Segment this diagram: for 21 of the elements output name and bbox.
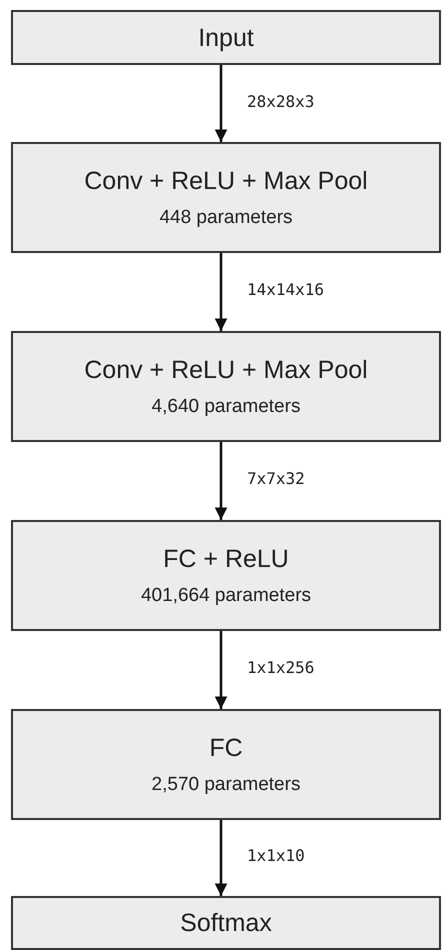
parameter-count: 2,570 parameters — [152, 772, 300, 796]
layer-name: FC + ReLU — [163, 544, 289, 574]
arrow — [214, 253, 228, 331]
arrow — [214, 820, 228, 896]
layer-name: FC — [209, 732, 243, 762]
layer-box — [11, 709, 441, 820]
parameter-count: 448 parameters — [159, 206, 293, 230]
layer-name: Conv + ReLU + Max Pool — [84, 166, 368, 196]
layer-name: Softmax — [180, 908, 272, 938]
layer-box — [11, 896, 441, 950]
layer-name: Input — [198, 22, 254, 52]
layer-box — [11, 10, 441, 65]
layer-box — [11, 142, 441, 253]
arrow — [214, 631, 228, 709]
layer-box — [11, 331, 441, 442]
parameter-count: 4,640 parameters — [152, 394, 300, 418]
layer-box — [11, 520, 441, 631]
arrow — [214, 442, 228, 520]
arrow — [214, 65, 228, 142]
parameter-count: 401,664 parameters — [140, 584, 312, 608]
layer-name: Conv + ReLU + Max Pool — [84, 354, 368, 384]
